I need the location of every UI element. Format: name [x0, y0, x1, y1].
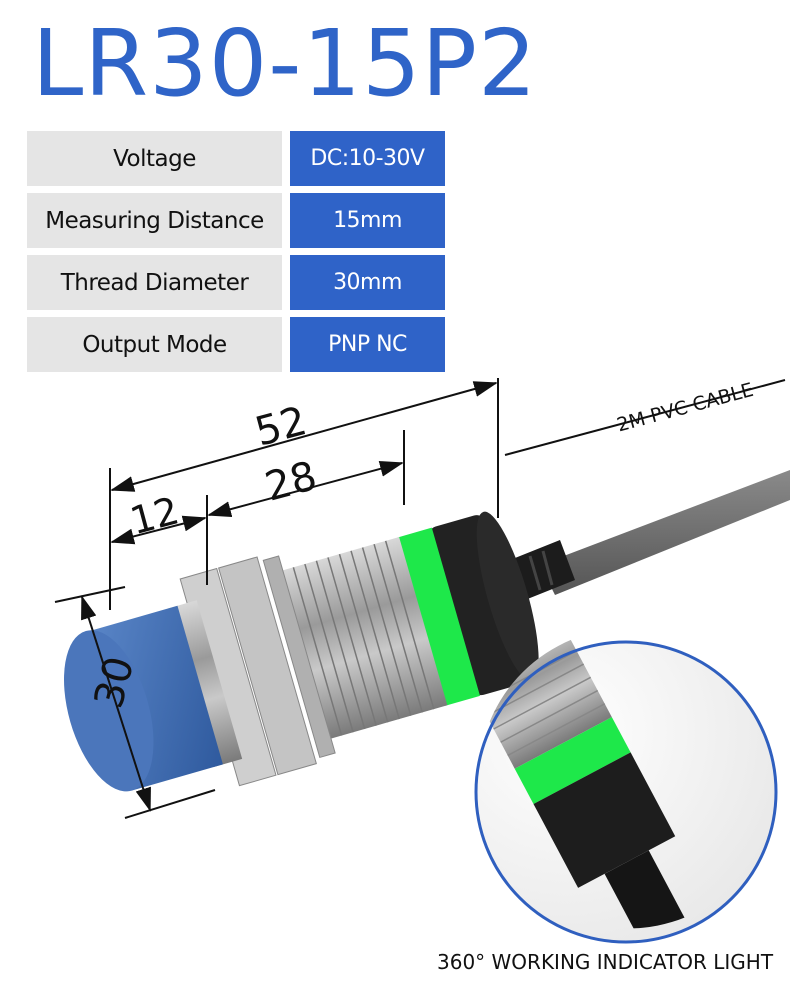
spec-label: Output Mode: [27, 317, 282, 372]
indicator-inset: [463, 619, 778, 954]
spec-label: Thread Diameter: [27, 255, 282, 310]
dim-head-length: 12: [126, 488, 184, 543]
spec-row-thread-diameter: Thread Diameter 30mm: [27, 255, 445, 310]
dim-overall-length: 52: [250, 398, 311, 456]
cable: [510, 470, 790, 600]
cable-label: 2M PVC CABLE: [615, 379, 756, 437]
spec-row-measuring-distance: Measuring Distance 15mm: [27, 193, 445, 248]
indicator-light-caption: 360° WORKING INDICATOR LIGHT: [437, 950, 774, 974]
dimension-lines: [54, 378, 786, 819]
spec-value: DC:10-30V: [290, 131, 445, 186]
product-model-title: LR30-15P2: [32, 10, 538, 117]
spec-row-voltage: Voltage DC:10-30V: [27, 131, 445, 186]
spec-table: Voltage DC:10-30V Measuring Distance 15m…: [27, 131, 445, 379]
dim-thread-length: 28: [260, 453, 321, 511]
spec-label: Measuring Distance: [27, 193, 282, 248]
spec-label: Voltage: [27, 131, 282, 186]
spec-value: 30mm: [290, 255, 445, 310]
spec-value: PNP NC: [290, 317, 445, 372]
spec-row-output-mode: Output Mode PNP NC: [27, 317, 445, 372]
spec-value: 15mm: [290, 193, 445, 248]
